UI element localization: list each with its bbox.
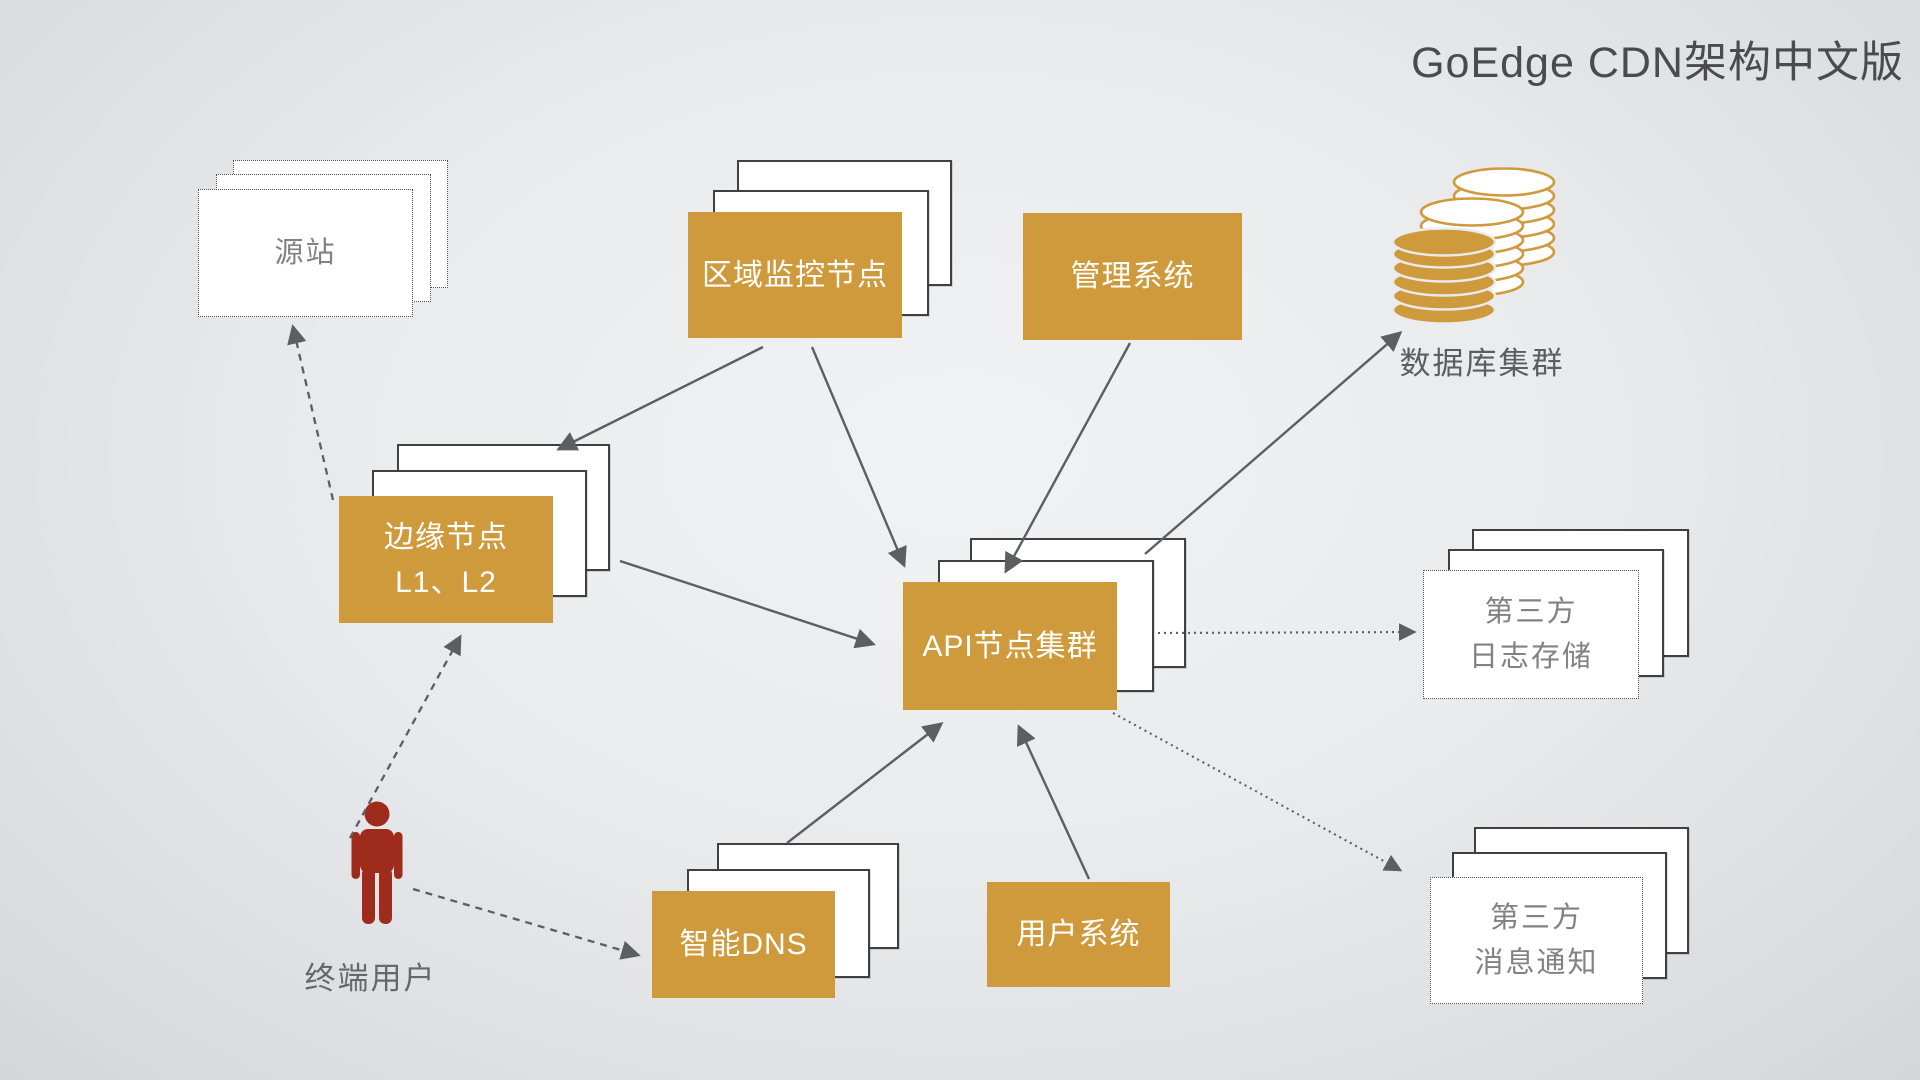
page-title: GoEdge CDN架构中文版 bbox=[1411, 39, 1904, 87]
end-user-label: 终端用户 bbox=[304, 961, 437, 996]
node-admin: 管理系统 bbox=[1023, 213, 1242, 340]
api-label: API节点集群 bbox=[922, 629, 1098, 663]
dns-label: 智能DNS bbox=[679, 928, 808, 961]
database-cluster-icon bbox=[1391, 167, 1556, 325]
log-label-line1: 第三方 bbox=[1484, 595, 1578, 628]
arrow-end-user-to-dns bbox=[412, 887, 641, 960]
arrow-api-to-message-notify bbox=[1112, 712, 1403, 872]
arrow-monitor-to-api bbox=[810, 346, 907, 568]
database-label: 数据库集群 bbox=[1399, 346, 1565, 381]
log-card: 第三方 日志存储 bbox=[1423, 570, 1639, 699]
arrow-monitor-to-edge bbox=[556, 345, 764, 451]
arrow-user-system-to-api bbox=[1016, 724, 1091, 880]
admin-label: 管理系统 bbox=[1070, 260, 1195, 293]
edge-label-line2: L1、L2 bbox=[395, 565, 497, 599]
notify-label-line2: 消息通知 bbox=[1474, 946, 1599, 979]
monitor-label: 区域监控节点 bbox=[702, 258, 888, 292]
arrow-edge-to-api bbox=[619, 559, 876, 649]
node-user-system: 用户系统 bbox=[987, 882, 1170, 987]
arrow-dns-to-api bbox=[786, 722, 944, 844]
notify-label-line1: 第三方 bbox=[1489, 901, 1583, 934]
arrow-api-to-database bbox=[1144, 330, 1403, 555]
edge-card: 边缘节点 L1、L2 bbox=[339, 496, 553, 623]
end-user-icon bbox=[351, 801, 403, 924]
edge-label-line1: 边缘节点 bbox=[384, 520, 508, 554]
origin-label: 源站 bbox=[274, 236, 337, 269]
arrow-admin-to-api bbox=[1004, 342, 1132, 574]
arrow-end-user-to-edge bbox=[348, 634, 462, 839]
user-system-label: 用户系统 bbox=[1016, 918, 1141, 951]
notify-card: 第三方 消息通知 bbox=[1430, 877, 1643, 1004]
origin-card: 源站 bbox=[198, 189, 413, 317]
monitor-card: 区域监控节点 bbox=[688, 212, 902, 338]
log-label-line2: 日志存储 bbox=[1468, 640, 1593, 673]
dns-card: 智能DNS bbox=[652, 891, 835, 998]
api-card: API节点集群 bbox=[903, 582, 1117, 710]
arrow-api-to-log-storage bbox=[1157, 623, 1417, 641]
arrow-edge-to-origin bbox=[287, 324, 335, 501]
